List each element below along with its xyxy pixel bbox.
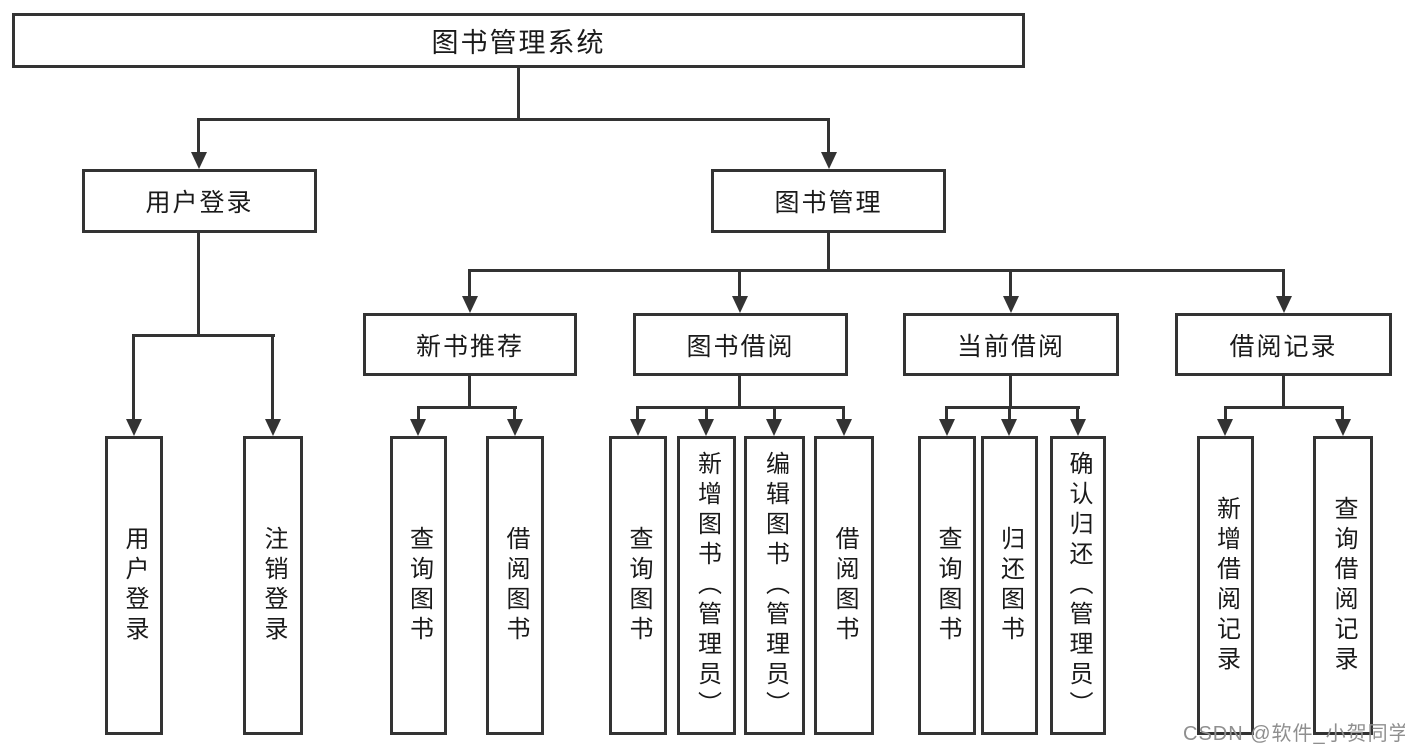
connector-line <box>738 269 741 300</box>
connector-line <box>132 334 135 421</box>
connector-line <box>1282 269 1285 300</box>
leaf-newbook-query: 查询图书 <box>390 436 447 735</box>
connector-line <box>271 334 274 421</box>
connector-line <box>1009 376 1012 409</box>
connector-line <box>132 334 275 337</box>
node-book-management: 图书管理 <box>711 169 946 233</box>
arrow-down-icon <box>265 419 281 436</box>
connector-line <box>197 118 830 121</box>
connector-line <box>705 406 708 421</box>
arrow-down-icon <box>1335 419 1351 436</box>
arrow-down-icon <box>732 296 748 313</box>
connector-line <box>827 118 830 155</box>
arrow-down-icon <box>126 419 142 436</box>
connector-line <box>1224 406 1344 409</box>
connector-line <box>468 269 1285 272</box>
leaf-newbook-borrow: 借阅图书 <box>486 436 544 735</box>
arrow-down-icon <box>507 419 523 436</box>
arrow-down-icon <box>1217 419 1233 436</box>
arrow-down-icon <box>1276 296 1292 313</box>
leaf-borrow-query: 查询图书 <box>609 436 667 735</box>
connector-line <box>1009 269 1012 300</box>
connector-line <box>738 376 741 409</box>
leaf-borrow-add-admin: 新增图书（管理员） <box>677 436 736 735</box>
connector-line <box>1282 376 1285 409</box>
leaf-user-logout: 注销登录 <box>243 436 303 735</box>
arrow-down-icon <box>698 419 714 436</box>
node-user-login: 用户登录 <box>82 169 317 233</box>
arrow-down-icon <box>766 419 782 436</box>
arrow-down-icon <box>462 296 478 313</box>
arrow-down-icon <box>1003 296 1019 313</box>
connector-line <box>827 233 830 271</box>
connector-line <box>197 233 200 336</box>
arrow-down-icon <box>1070 419 1086 436</box>
connector-line <box>468 269 471 300</box>
connector-line <box>1224 406 1227 421</box>
node-borrow-records: 借阅记录 <box>1175 313 1392 376</box>
arrow-down-icon <box>191 152 207 169</box>
leaf-user-login: 用户登录 <box>105 436 163 735</box>
leaf-current-query: 查询图书 <box>918 436 976 735</box>
connector-line <box>1008 406 1011 421</box>
connector-line <box>842 406 845 421</box>
leaf-current-confirm-admin: 确认归还（管理员） <box>1050 436 1106 735</box>
node-book-borrow: 图书借阅 <box>633 313 848 376</box>
arrow-down-icon <box>630 419 646 436</box>
csdn-watermark: CSDN @软件_小贺同学 <box>1183 723 1405 745</box>
connector-line <box>417 406 420 421</box>
leaf-current-return: 归还图书 <box>981 436 1038 735</box>
leaf-records-add: 新增借阅记录 <box>1197 436 1254 735</box>
connector-line <box>636 406 845 409</box>
arrow-down-icon <box>836 419 852 436</box>
connector-line <box>945 406 1080 409</box>
connector-line <box>945 406 948 421</box>
connector-line <box>468 376 471 409</box>
leaf-records-query: 查询借阅记录 <box>1313 436 1373 735</box>
leaf-borrow-edit-admin: 编辑图书（管理员） <box>744 436 805 735</box>
connector-line <box>636 406 639 421</box>
arrow-down-icon <box>410 419 426 436</box>
node-current-borrow: 当前借阅 <box>903 313 1119 376</box>
connector-line <box>773 406 776 421</box>
connector-line <box>517 68 520 120</box>
connector-line <box>513 406 516 421</box>
arrow-down-icon <box>939 419 955 436</box>
arrow-down-icon <box>821 152 837 169</box>
connector-line <box>1341 406 1344 421</box>
leaf-borrow-borrow: 借阅图书 <box>814 436 874 735</box>
connector-line <box>197 118 200 155</box>
node-library-system: 图书管理系统 <box>12 13 1025 68</box>
node-new-book-recommend: 新书推荐 <box>363 313 577 376</box>
connector-line <box>417 406 517 409</box>
arrow-down-icon <box>1001 419 1017 436</box>
connector-line <box>1076 406 1079 421</box>
